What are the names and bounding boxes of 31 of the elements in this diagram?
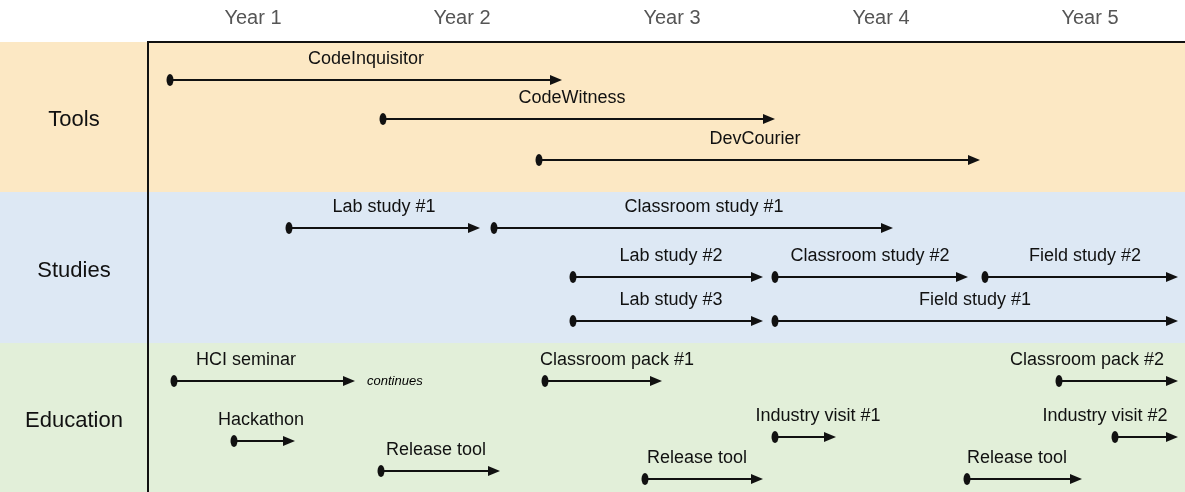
axis-label: Year 2 bbox=[433, 6, 491, 29]
row-band bbox=[0, 343, 1185, 492]
bar-label: Release tool bbox=[646, 447, 748, 467]
bar-label: Lab study #2 bbox=[619, 245, 723, 265]
bar-label: CodeInquisitor bbox=[307, 48, 425, 68]
bar-label: Lab study #3 bbox=[619, 289, 723, 309]
bar-label: HCI seminar bbox=[196, 349, 296, 369]
row-band bbox=[0, 192, 1185, 343]
row-heading: Education bbox=[24, 407, 124, 433]
bar-label: Field study #2 bbox=[1028, 245, 1142, 265]
axis-label: Year 3 bbox=[643, 6, 701, 29]
bar-label: Lab study #1 bbox=[332, 196, 436, 216]
bar-label: Classroom pack #2 bbox=[1009, 349, 1164, 369]
row-heading: Tools bbox=[47, 106, 101, 132]
axis-label: Year 1 bbox=[224, 6, 282, 29]
bar-label: Industry visit #2 bbox=[1042, 405, 1168, 425]
row-heading: Studies bbox=[36, 257, 112, 283]
axis-label: Year 5 bbox=[1061, 6, 1119, 29]
bar-label: Hackathon bbox=[217, 409, 305, 429]
bar-label: CodeWitness bbox=[518, 87, 626, 107]
bar-label: Classroom pack #1 bbox=[539, 349, 695, 369]
row-band bbox=[0, 42, 1185, 192]
bar-label: Release tool bbox=[385, 439, 487, 459]
bar-label: Classroom study #2 bbox=[790, 245, 950, 265]
bar-label: Classroom study #1 bbox=[624, 196, 784, 216]
note-text: continues bbox=[367, 373, 423, 388]
bar-label: Release tool bbox=[966, 447, 1068, 467]
bar-label: DevCourier bbox=[709, 128, 801, 148]
axis-label: Year 4 bbox=[852, 6, 910, 29]
bar-label: Field study #1 bbox=[918, 289, 1032, 309]
bar-label: Industry visit #1 bbox=[755, 405, 881, 425]
